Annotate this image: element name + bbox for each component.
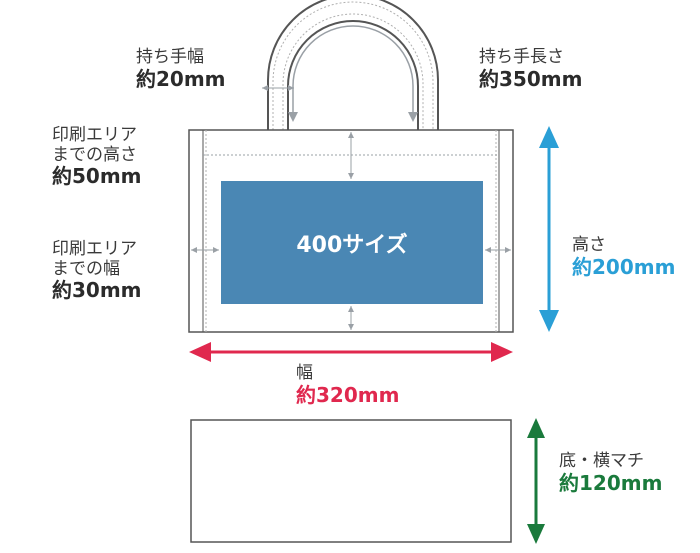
handle-length-value: 約350mm [479, 66, 583, 91]
width-arrow [189, 342, 513, 362]
handle-length-label: 持ち手長さ 約350mm [479, 47, 583, 91]
bag-height-title: 高さ [572, 235, 606, 255]
gusset-bottom [190, 419, 512, 543]
print-width-label: 印刷エリア までの幅 約30mm [52, 239, 142, 303]
print-area-label: 400サイズ [296, 232, 408, 258]
gusset-arrow [527, 418, 545, 544]
handle-width-value: 約20mm [136, 66, 226, 91]
bag-height-value: 約200mm [572, 254, 676, 279]
bag-handle [267, 0, 439, 130]
print-width-value: 約30mm [52, 278, 142, 303]
gusset-value: 約120mm [559, 470, 663, 495]
handle-length-title: 持ち手長さ [479, 47, 564, 67]
handle-length-arrow [288, 25, 418, 122]
handle-width-arrow [262, 85, 294, 91]
print-height-line1: 印刷エリア [52, 125, 137, 145]
gusset-title: 底・横マチ [559, 451, 644, 471]
bag-height-label: 高さ 約200mm [572, 235, 676, 279]
print-width-line2: までの幅 [52, 258, 120, 279]
print-area [221, 181, 483, 304]
bag-width-label: 幅 約320mm [296, 363, 400, 407]
gusset-label: 底・横マチ 約120mm [559, 451, 663, 495]
print-height-label: 印刷エリア までの高さ 約50mm [52, 125, 142, 189]
handle-width-label: 持ち手幅 約20mm [136, 47, 226, 91]
print-offset-arrows [191, 132, 511, 330]
handle-width-title: 持ち手幅 [136, 47, 204, 67]
print-height-value: 約50mm [52, 164, 142, 189]
print-height-line2: までの高さ [52, 144, 137, 165]
bag-width-value: 約320mm [296, 382, 400, 407]
bag-width-title: 幅 [296, 363, 313, 383]
height-arrow [539, 126, 559, 332]
print-width-line1: 印刷エリア [52, 239, 137, 259]
